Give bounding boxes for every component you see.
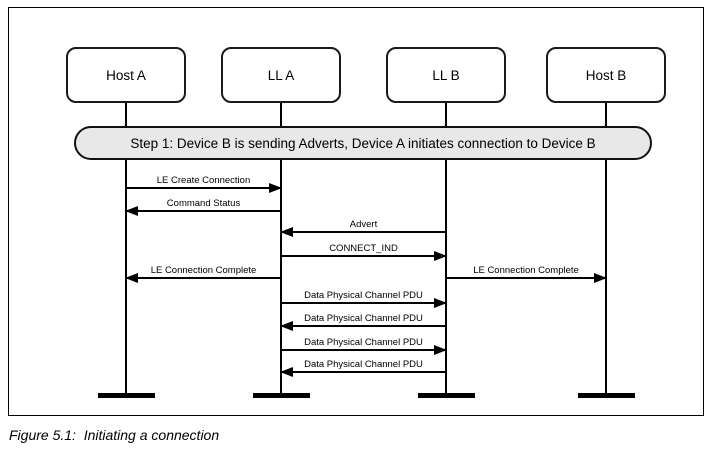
lifeline-host-b	[605, 103, 607, 396]
figure-caption: Figure 5.1: Initiating a connection	[9, 427, 220, 443]
message-arrow	[125, 206, 281, 216]
message-connect-ind: CONNECT_IND	[281, 237, 447, 261]
lifeline-ll-b	[445, 103, 447, 396]
message-arrow	[126, 183, 282, 193]
lifeline-ll-a	[280, 103, 282, 396]
message-arrow	[446, 273, 607, 283]
message-data-pdu-3: Data Physical Channel PDU	[281, 331, 447, 355]
step-banner-text: Step 1: Device B is sending Adverts, Dev…	[130, 135, 596, 151]
message-arrow	[280, 367, 446, 377]
message-arrow	[281, 345, 447, 355]
message-label: Advert	[349, 218, 378, 230]
node-host-a: Host A	[66, 47, 186, 103]
message-le-connection-complete-a: LE Connection Complete	[125, 259, 281, 283]
message-data-pdu-1: Data Physical Channel PDU	[281, 284, 447, 308]
message-arrow	[281, 298, 447, 308]
message-label: LE Connection Complete	[150, 264, 257, 276]
message-advert: Advert	[280, 213, 446, 237]
message-arrow	[280, 227, 446, 237]
message-data-pdu-2: Data Physical Channel PDU	[280, 307, 446, 331]
message-le-create-connection: LE Create Connection	[126, 169, 282, 193]
node-label: Host B	[585, 67, 627, 83]
lifeline-end-ll-b	[418, 393, 475, 398]
message-label: LE Connection Complete	[473, 264, 579, 276]
message-arrow	[125, 273, 281, 283]
message-arrow	[280, 321, 446, 331]
lifeline-end-host-a	[98, 393, 155, 398]
message-label: Command Status	[166, 197, 241, 209]
node-host-b: Host B	[546, 47, 666, 103]
node-ll-a: LL A	[221, 47, 341, 103]
lifeline-host-a	[125, 103, 127, 396]
message-command-status: Command Status	[125, 192, 281, 216]
message-label: CONNECT_IND	[329, 242, 398, 254]
node-ll-b: LL B	[386, 47, 506, 103]
message-data-pdu-4: Data Physical Channel PDU	[280, 353, 446, 377]
step-banner: Step 1: Device B is sending Adverts, Dev…	[74, 126, 652, 160]
message-le-connection-complete-b: LE Connection Complete	[446, 259, 607, 283]
message-label: Data Physical Channel PDU	[304, 358, 423, 370]
message-label: Data Physical Channel PDU	[304, 336, 423, 348]
message-label: Data Physical Channel PDU	[304, 289, 423, 301]
node-label: LL B	[432, 67, 460, 83]
node-label: LL A	[267, 67, 295, 83]
lifeline-end-ll-a	[253, 393, 310, 398]
figure-frame: Host A LL A LL B Host B Step 1: Device B…	[8, 7, 704, 416]
message-label: LE Create Connection	[156, 174, 251, 186]
lifeline-end-host-b	[578, 393, 635, 398]
message-arrow	[281, 251, 447, 261]
node-label: Host A	[106, 67, 146, 83]
message-label: Data Physical Channel PDU	[304, 312, 423, 324]
